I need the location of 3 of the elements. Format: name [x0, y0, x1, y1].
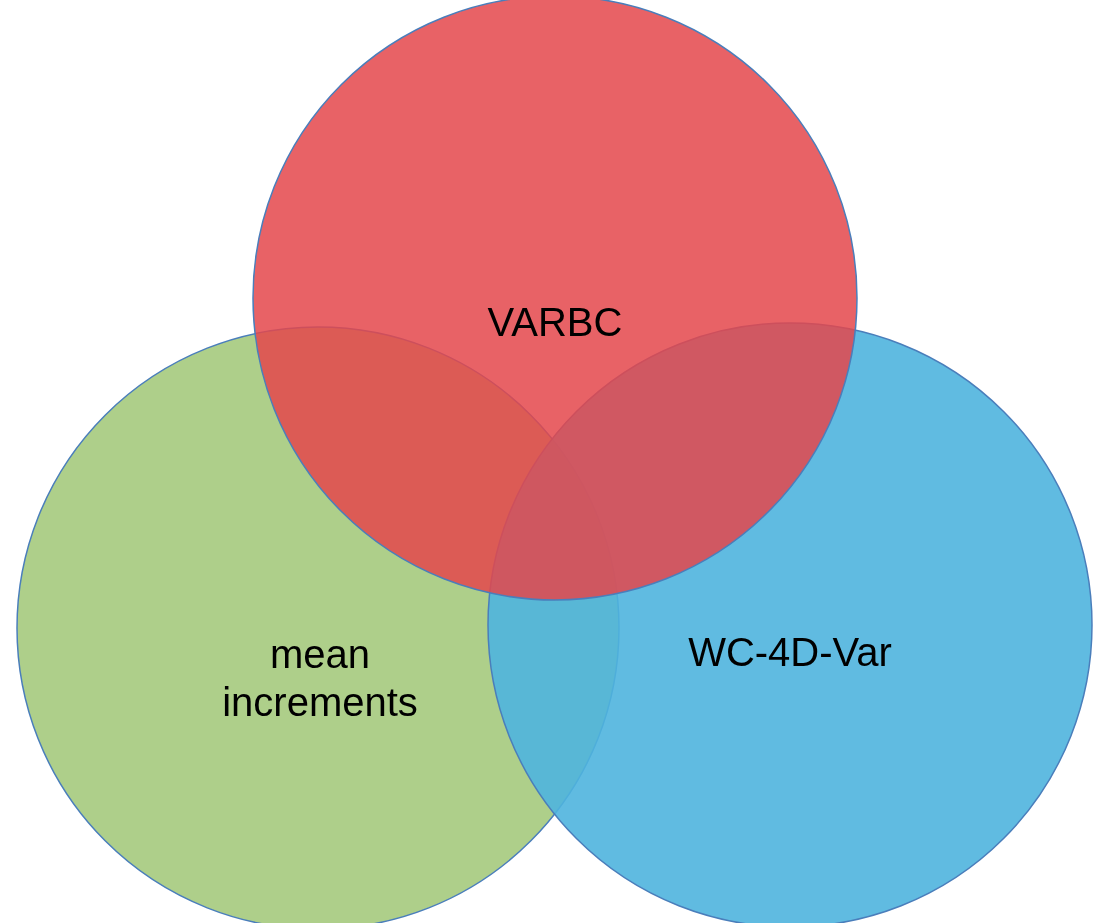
set-label: mean increments [221, 631, 419, 726]
set-label: VARBC [486, 299, 624, 346]
set-label: WC-4D-Var [687, 629, 893, 676]
